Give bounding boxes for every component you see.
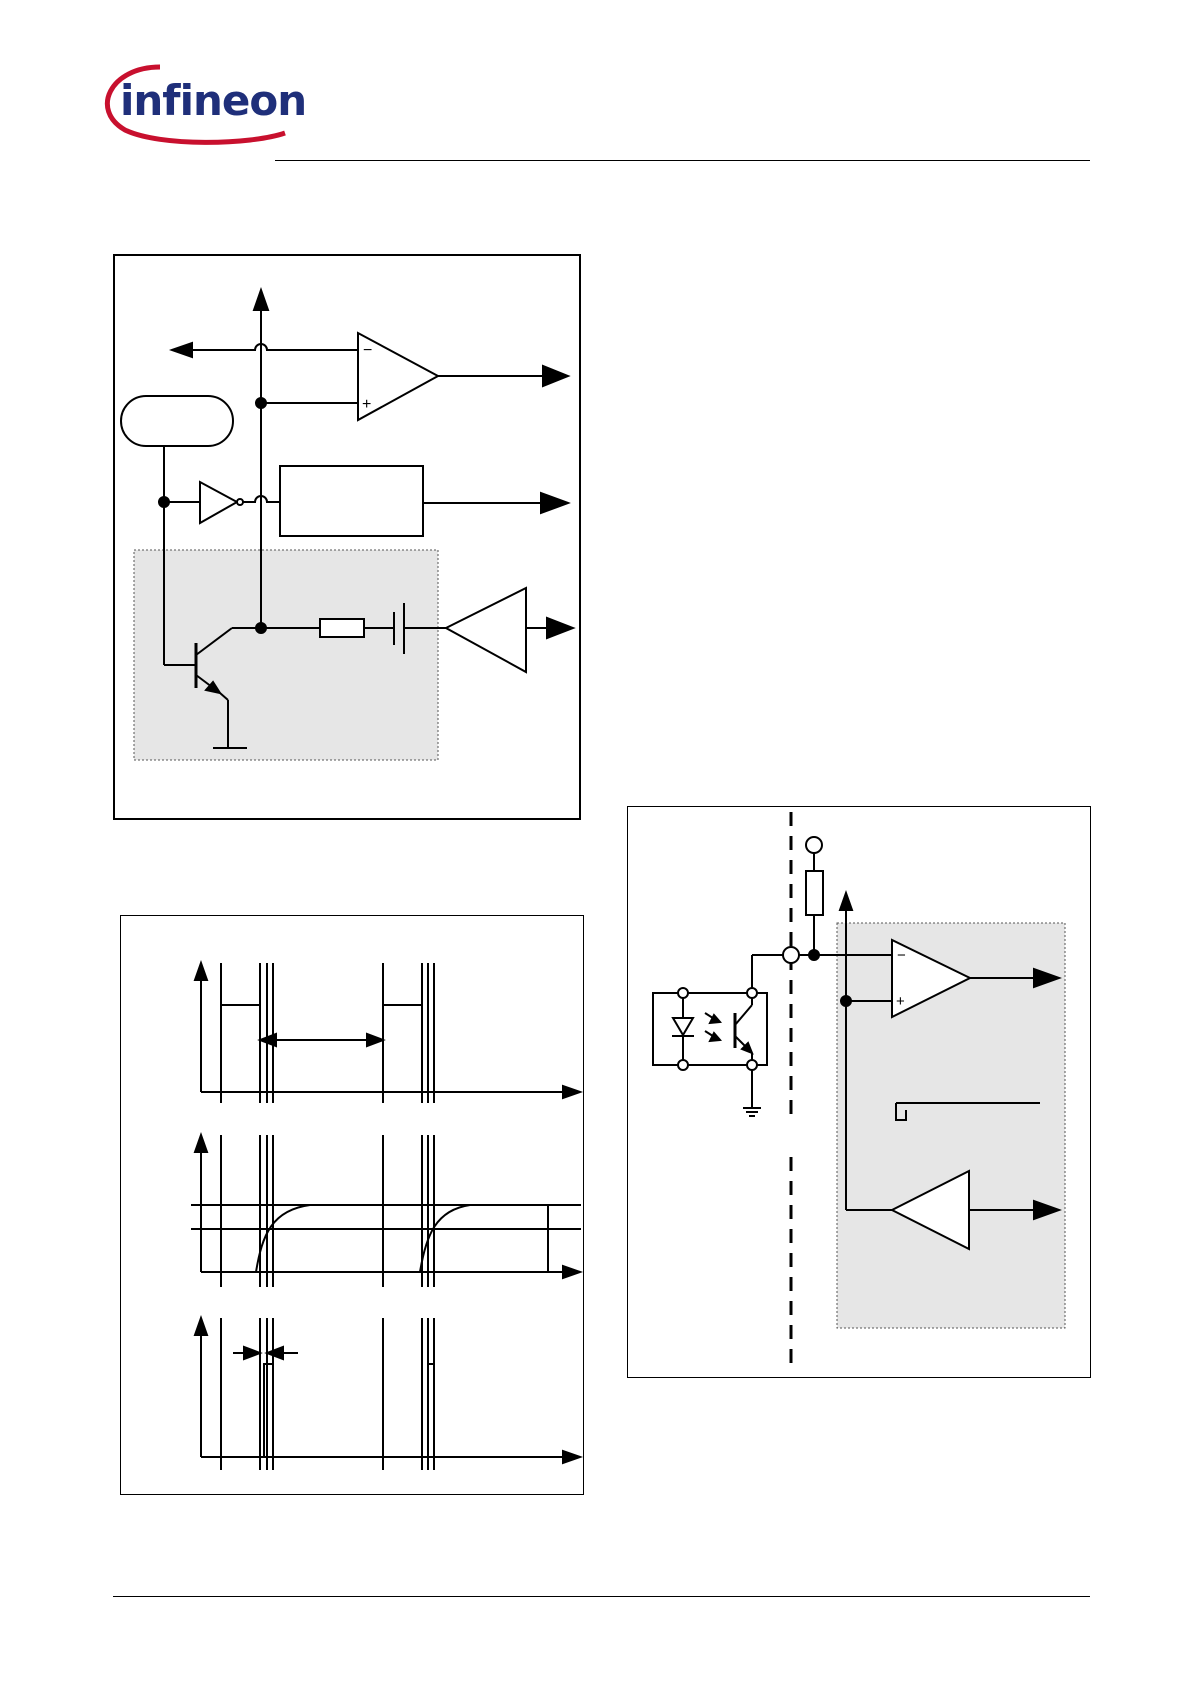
- header-rule: [275, 160, 1090, 161]
- figure-1-output-circuit: [113, 254, 581, 820]
- footer-rule: [113, 1596, 1090, 1597]
- figure-2-timing-diagram: [120, 915, 584, 1495]
- figure-3-input-circuit: [627, 806, 1091, 1378]
- logo-swoosh: [104, 64, 286, 145]
- infineon-logo: infineon: [104, 64, 307, 145]
- logo-text: infineon: [120, 76, 306, 125]
